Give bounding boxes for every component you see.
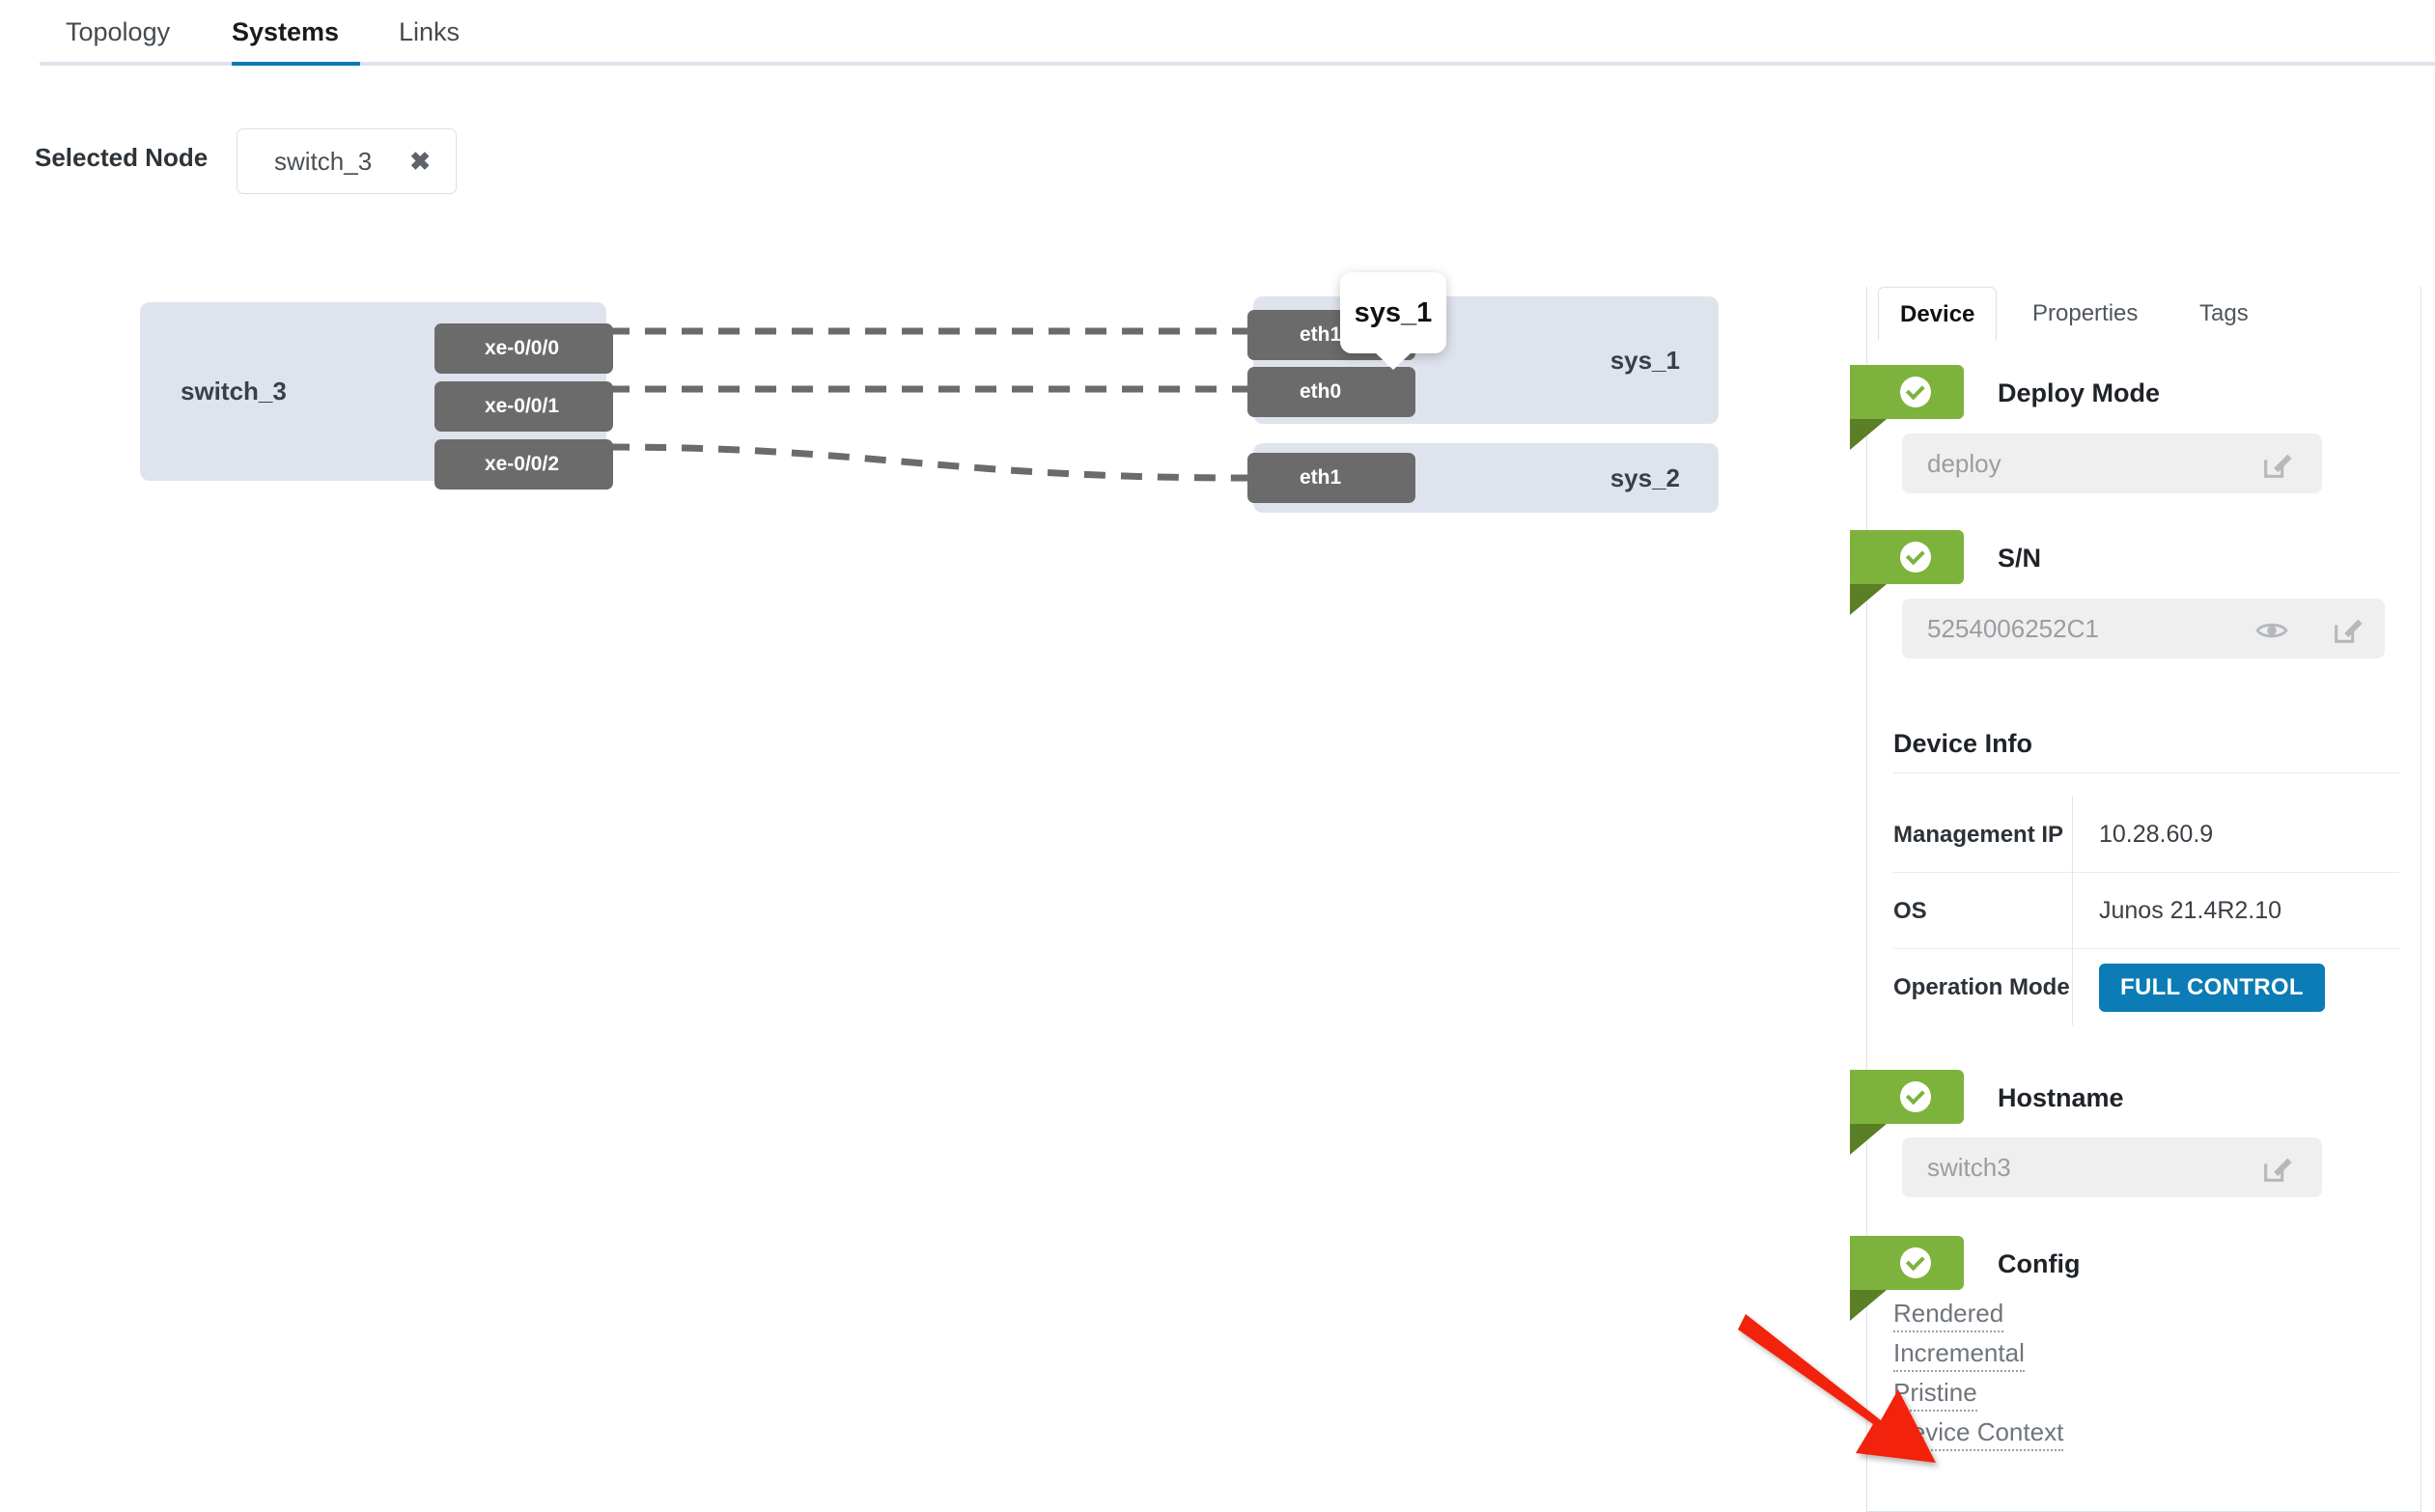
section-title: Deploy Mode — [1998, 378, 2161, 407]
selected-node-chip[interactable]: switch_3 ✖ — [237, 128, 457, 194]
device-info-value: 10.28.60.9 — [2099, 821, 2214, 848]
eye-icon[interactable] — [2255, 614, 2288, 652]
panel-tab-device[interactable]: Device — [1878, 287, 1998, 341]
active-tab-underline — [232, 62, 360, 66]
edit-icon[interactable] — [2331, 614, 2364, 652]
config-link-rendered[interactable]: Rendered — [1893, 1299, 2004, 1332]
device-info-key: Management IP — [1893, 822, 2064, 848]
check-icon — [1900, 1247, 1931, 1278]
input-value: switch3 — [1927, 1153, 2011, 1182]
status-badge — [1850, 530, 1964, 584]
node-tooltip-label: sys_1 — [1354, 296, 1433, 328]
port-chip-xe-0/0/1[interactable]: xe-0/0/1 — [434, 381, 613, 432]
tab-links[interactable]: Links — [399, 17, 461, 46]
config-link-pristine[interactable]: Pristine — [1893, 1378, 1977, 1412]
table-row: OS Junos 21.4R2.10 — [1893, 873, 2399, 949]
column-divider — [2072, 949, 2073, 1025]
section-title: Config — [1998, 1249, 2081, 1278]
selected-node-value: switch_3 — [274, 147, 373, 176]
tooltip-caret-icon — [1375, 352, 1412, 370]
input-value: 5254006252C1 — [1927, 614, 2099, 643]
panel-tab-tags[interactable]: Tags — [2199, 300, 2249, 326]
status-badge — [1850, 1070, 1964, 1124]
device-info-key: OS — [1893, 898, 1927, 924]
operation-mode-badge[interactable]: FULL CONTROL — [2099, 964, 2325, 1012]
tab-bar-divider — [40, 62, 2435, 66]
check-icon — [1900, 377, 1931, 407]
ribbon-fold-decoration — [1850, 419, 1887, 450]
edit-icon[interactable] — [2260, 449, 2293, 487]
node-label: switch_3 — [181, 377, 287, 406]
device-info-title: Device Info — [1893, 729, 2033, 758]
node-label: sys_1 — [1609, 345, 1680, 375]
input-field[interactable]: 5254006252C1 — [1902, 599, 2385, 658]
device-info-divider — [1893, 772, 2399, 773]
table-row: Management IP 10.28.60.9 — [1893, 797, 2399, 873]
link-lines — [607, 327, 1248, 482]
port-chip-eth1[interactable]: eth1 — [1247, 453, 1415, 503]
tab-topology[interactable]: Topology — [66, 17, 171, 46]
topology-link-2 — [607, 443, 1248, 482]
config-link-incremental[interactable]: Incremental — [1893, 1338, 2025, 1372]
input-value: deploy — [1927, 449, 2001, 478]
device-info-value: Junos 21.4R2.10 — [2099, 897, 2282, 924]
ribbon-fold-decoration — [1850, 584, 1887, 615]
ribbon-fold-decoration — [1850, 1290, 1887, 1321]
annotation-arrow-icon — [1738, 1314, 1936, 1463]
panel-tab-properties[interactable]: Properties — [2032, 300, 2139, 326]
input-field[interactable]: deploy — [1902, 434, 2322, 493]
section-title: Hostname — [1998, 1083, 2124, 1112]
selected-node-label: Selected Node — [35, 143, 209, 172]
column-divider — [2072, 797, 2073, 873]
section-title: S/N — [1998, 544, 2042, 573]
edit-icon[interactable] — [2260, 1153, 2293, 1190]
close-icon[interactable]: ✖ — [409, 147, 431, 176]
port-chip-xe-0/0/2[interactable]: xe-0/0/2 — [434, 439, 613, 490]
input-field[interactable]: switch3 — [1902, 1137, 2322, 1197]
port-chip-xe-0/0/0[interactable]: xe-0/0/0 — [434, 323, 613, 374]
column-divider — [2072, 873, 2073, 949]
status-badge — [1850, 365, 1964, 419]
check-icon — [1900, 1081, 1931, 1112]
check-icon — [1900, 542, 1931, 573]
device-info-key: Operation Mode — [1893, 974, 2070, 1000]
port-chip-eth0[interactable]: eth0 — [1247, 367, 1415, 417]
main-tab-bar: Topology Systems Links — [0, 0, 2435, 66]
ribbon-fold-decoration — [1850, 1124, 1887, 1155]
panel-tab-bar: Device Properties Tags — [1866, 287, 2421, 341]
topology-node-sys_1[interactable]: sys_1 — [1253, 296, 1719, 424]
tab-systems[interactable]: Systems — [232, 17, 340, 46]
table-row: Operation Mode FULL CONTROL — [1893, 949, 2399, 1025]
status-badge — [1850, 1236, 1964, 1290]
node-label: sys_2 — [1609, 462, 1680, 492]
node-tooltip: sys_1 — [1340, 272, 1446, 370]
